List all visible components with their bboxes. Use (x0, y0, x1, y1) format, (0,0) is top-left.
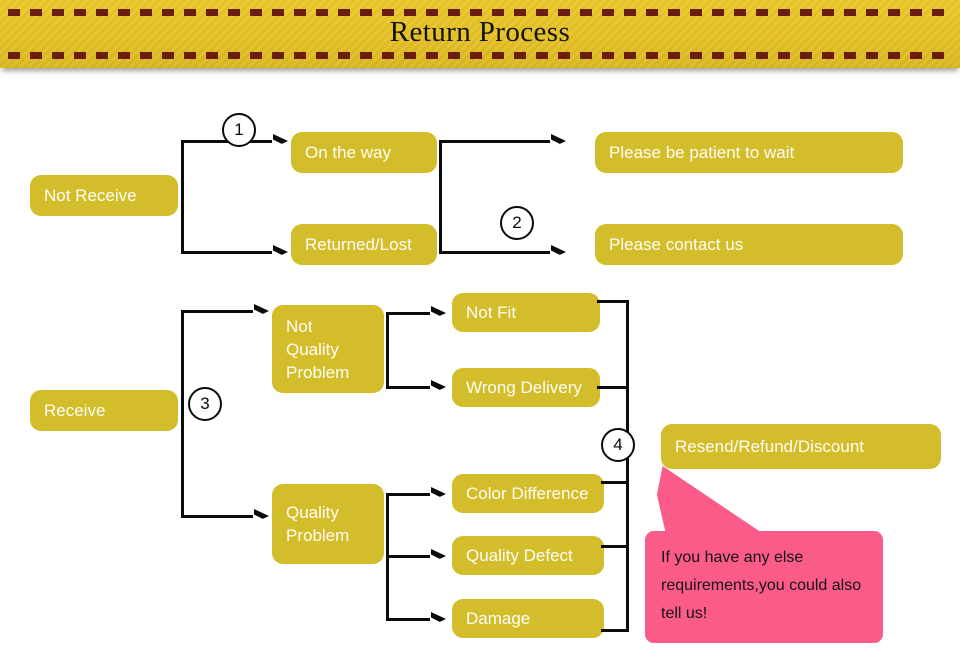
banner-dashed-border-bottom (8, 52, 952, 59)
connector-wrong-delivery-to-collector (597, 386, 629, 389)
connector-stage1-collector-vertical (439, 140, 442, 254)
arrow-to-wrong-delivery (430, 380, 446, 395)
arrow-to-on-the-way (272, 134, 288, 149)
connector-resolution-collector-vertical (626, 300, 629, 632)
connector-quality-to-color-difference (386, 493, 434, 496)
connector-not-receive-split-vertical (181, 140, 184, 254)
connector-receive-to-not-quality (181, 310, 257, 313)
arrow-to-quality-problem (253, 509, 269, 524)
node-not-quality-problem[interactable]: Not Quality Problem (272, 305, 384, 393)
arrow-to-quality-defect (430, 549, 446, 564)
connector-receive-split-vertical (181, 310, 184, 518)
page-title: Return Process (389, 16, 571, 48)
step-marker-3: 3 (188, 387, 222, 421)
connector-not-fit-to-collector (597, 300, 629, 303)
arrow-to-contact-us (550, 245, 566, 260)
connector-quality-to-quality-defect (386, 555, 434, 558)
node-please-be-patient[interactable]: Please be patient to wait (595, 132, 903, 173)
step-marker-2: 2 (500, 206, 534, 240)
arrow-to-returned-lost (272, 245, 288, 260)
arrow-to-color-difference (430, 487, 446, 502)
node-wrong-delivery[interactable]: Wrong Delivery (452, 368, 600, 407)
step-marker-4: 4 (601, 428, 635, 462)
arrow-to-not-fit (430, 306, 446, 321)
connector-not-quality-to-not-fit (386, 312, 434, 315)
callout-message: If you have any else requirements,you co… (645, 531, 883, 643)
node-please-contact-us[interactable]: Please contact us (595, 224, 903, 265)
arrow-to-be-patient (550, 134, 566, 149)
node-receive[interactable]: Receive (30, 390, 178, 431)
node-not-fit[interactable]: Not Fit (452, 293, 600, 332)
connector-not-quality-split-vertical (386, 312, 389, 389)
node-resend-refund-discount[interactable]: Resend/Refund/Discount (661, 424, 941, 469)
connector-receive-to-quality-problem (181, 515, 257, 518)
node-not-receive[interactable]: Not Receive (30, 175, 178, 216)
banner-dashed-border-top (8, 9, 952, 16)
callout-tail (656, 466, 765, 535)
title-banner: Return Process (0, 0, 960, 68)
connector-damage-to-collector (601, 629, 629, 632)
node-color-difference[interactable]: Color Difference (452, 474, 604, 513)
connector-quality-defect-to-collector (601, 545, 629, 548)
connector-quality-to-damage (386, 618, 434, 621)
arrow-to-damage (430, 612, 446, 627)
connector-color-difference-to-collector (601, 481, 629, 484)
node-quality-defect[interactable]: Quality Defect (452, 536, 604, 575)
connector-on-the-way-to-be-patient (439, 140, 554, 143)
connector-not-quality-to-wrong-delivery (386, 386, 434, 389)
node-returned-lost[interactable]: Returned/Lost (291, 224, 437, 265)
arrow-to-not-quality-problem (253, 304, 269, 319)
connector-not-receive-to-returned-lost (181, 251, 277, 254)
connector-returned-lost-to-contact-us (439, 251, 554, 254)
node-quality-problem[interactable]: Quality Problem (272, 484, 384, 564)
node-on-the-way[interactable]: On the way (291, 132, 437, 173)
step-marker-1: 1 (222, 113, 256, 147)
node-damage[interactable]: Damage (452, 599, 604, 638)
